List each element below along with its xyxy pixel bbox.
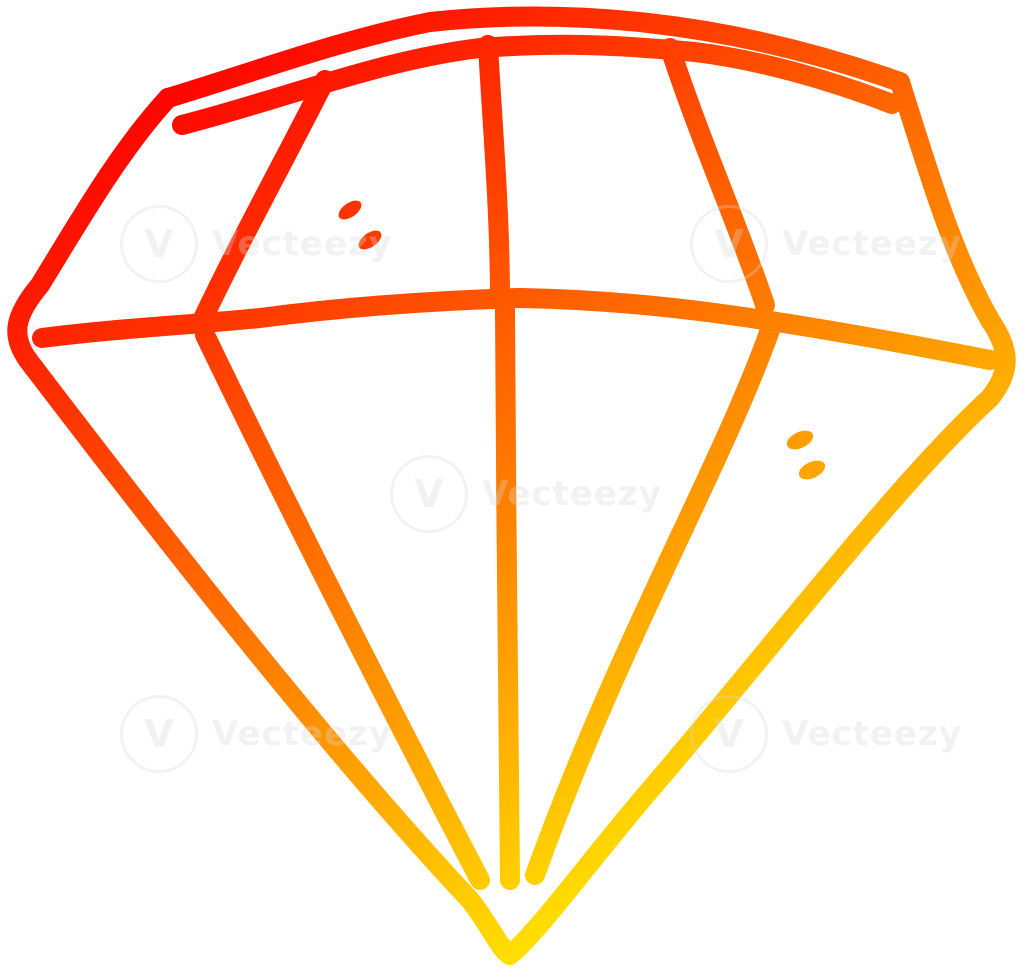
diamond-top-edge: [158, 6, 910, 108]
crown-facet-1: [190, 70, 335, 335]
pavilion-facet-3: [525, 320, 780, 885]
diamond-left-crown-edge: [7, 88, 178, 370]
sparkle-right-bottom: [798, 460, 826, 480]
crown-facet-3: [660, 38, 775, 315]
diamond-right-crown-edge: [890, 72, 1016, 408]
pavilion-facet-1: [195, 325, 490, 890]
sparkle-right-top: [786, 430, 814, 450]
pavilion-right-edge: [500, 388, 1000, 965]
sparkle-left-bottom: [358, 230, 382, 250]
pavilion-facet-2: [495, 300, 520, 890]
diamond-girdle-line: [32, 288, 1000, 370]
crown-facet-2: [478, 35, 510, 310]
pavilion-left-edge: [18, 350, 520, 965]
sparkle-left-top: [338, 200, 362, 220]
